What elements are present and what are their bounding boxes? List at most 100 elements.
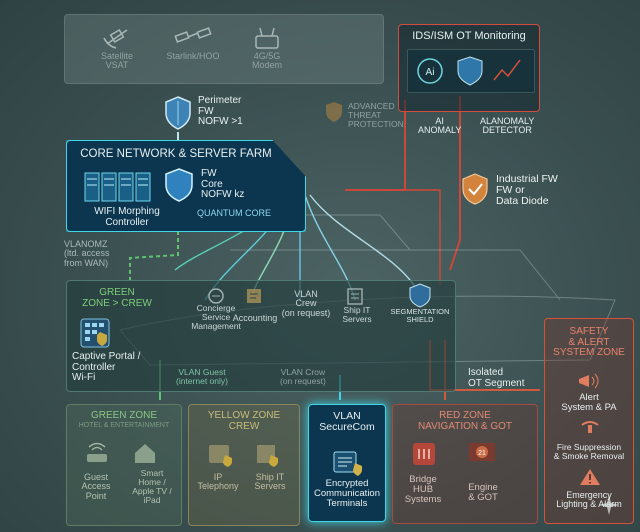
- green-zone-title: GREEN ZONE: [90, 410, 158, 421]
- guest-access-label: Guest Access Point: [81, 472, 111, 501]
- vlan-dmz-label: VLANOMZ (ltd. access from WAN): [64, 239, 110, 268]
- captive-portal-label: Captive Portal / Controller Wi-Fi: [72, 351, 141, 383]
- service-ship-it: Ship IT Servers: [334, 286, 380, 324]
- engine-icon: 21: [469, 443, 495, 461]
- quantum-core-label: QUANTUM CORE: [197, 208, 271, 218]
- ids-monitoring-panel: IDS/ISM OT Monitoring Ai: [398, 24, 540, 112]
- ai-monitor-icon: Ai: [417, 56, 521, 86]
- ship-server-icon-wrap: [251, 441, 285, 467]
- smart-home-label: Smart Home / Apple TV / iPad: [132, 468, 172, 505]
- core-fw-label: FW Core NOFW kz: [201, 168, 245, 200]
- shield-icon: [165, 168, 193, 202]
- core-to-shield-line: [345, 189, 441, 285]
- sparkle-icon: [598, 494, 620, 516]
- ids-title: IDS/ISM OT Monitoring: [412, 30, 526, 42]
- ip-telephony-label: IP Telephony: [197, 472, 239, 492]
- core-network-panel: CORE NETWORK & SERVER FARM FW Core NOFW …: [66, 140, 306, 232]
- source-modem-label: 4G/5G Modem: [251, 51, 282, 71]
- svg-text:Ai: Ai: [426, 67, 435, 78]
- green-crew-title: GREEN ZONE > CREW: [82, 287, 152, 309]
- ids-to-industrial-line: [449, 96, 461, 271]
- source-starlink-label: Starlink/HOO: [166, 51, 220, 61]
- captive-portal-device: [80, 318, 110, 348]
- perimeter-firewall: [163, 95, 193, 131]
- source-starlink: Starlink/HOO: [158, 24, 228, 61]
- server-icon: [84, 172, 151, 202]
- core-firewall: [163, 167, 195, 203]
- bridge-label: Bridge HUB Systems: [404, 474, 442, 505]
- accounting-icon: [247, 289, 261, 303]
- megaphone-wrap: [575, 371, 605, 391]
- core-to-crew-line: [129, 210, 179, 280]
- engine-label: Engine & GOT: [468, 482, 498, 503]
- service-concierge: Concierge Service Management: [188, 286, 244, 331]
- warning-wrap: [579, 467, 601, 487]
- sprinkler-wrap: [579, 419, 601, 437]
- industrial-firewall: [460, 172, 490, 206]
- threat-protection: [324, 101, 344, 123]
- concierge-icon: [208, 288, 224, 304]
- router-icon-wrap: [77, 439, 117, 465]
- vlan-guest-label: VLAN Guest (internet only): [176, 367, 228, 386]
- source-satellite: Satellite VSAT: [82, 24, 152, 71]
- bridge-icon: [413, 443, 435, 465]
- shield-icon: [165, 96, 191, 130]
- securecom-title: VLAN SecureCom: [319, 410, 375, 434]
- smart-home-icon: [135, 444, 155, 463]
- yellow-zone-panel: YELLOW ZONE CREW IP Telephony Ship IT Se…: [188, 404, 300, 526]
- uplink-panel: [64, 14, 384, 84]
- satellite-icon: [103, 29, 128, 49]
- shield-check-icon: [462, 173, 488, 205]
- source-modem: 4G/5G Modem: [232, 24, 302, 71]
- svg-text:21: 21: [478, 450, 486, 457]
- server-rack: [83, 169, 153, 203]
- perimeter-fw-label: Perimeter FW NOFW >1: [198, 95, 243, 127]
- isolated-ot-label: Isolated OT Segment: [468, 367, 525, 389]
- core-title: CORE NETWORK & SERVER FARM: [80, 148, 272, 160]
- red-zone-title: RED ZONE NAVIGATION & GOT: [417, 410, 513, 432]
- accounting-label: Accounting: [232, 313, 278, 323]
- safety-title: SAFETY & ALERT SYSTEM ZONE: [553, 326, 625, 358]
- concierge-label: Concierge Service Management: [191, 303, 241, 331]
- segmentation-shield: SEGMENTATION SHIELD: [384, 282, 456, 324]
- keypad-icon: [80, 318, 110, 348]
- service-accounting: Accounting: [228, 286, 282, 323]
- home-icon-wrap: [125, 439, 165, 465]
- server-icon: [257, 445, 278, 467]
- source-satellite-label: Satellite VSAT: [100, 51, 134, 71]
- segmentation-label: SEGMENTATION SHIELD: [390, 307, 450, 324]
- vlan-crew-label: VLAN Crew (on request): [281, 289, 331, 318]
- terminal-icon: [333, 451, 362, 476]
- yellow-ship-it-label: Ship IT Servers: [254, 472, 286, 492]
- ids-monitor-screen: Ai: [407, 49, 535, 93]
- vlan-crow-label: VLAN Crow (on request): [280, 367, 326, 386]
- warning-icon: [580, 469, 600, 485]
- yellow-zone-title: YELLOW ZONE CREW: [207, 410, 281, 432]
- shield-icon: [326, 102, 342, 122]
- bridge-icon-wrap: [407, 439, 443, 469]
- wifi-controller-label: WIFI Morphing Controller: [94, 206, 160, 228]
- red-zone-panel: RED ZONE NAVIGATION & GOT 21 Bridge HUB …: [392, 404, 538, 524]
- fire-suppression-label: Fire Suppression & Smoke Removal: [553, 442, 625, 461]
- alert-system-label: Alert System & PA: [561, 392, 617, 413]
- industrial-fw-label: Industrial FW FW or Data Diode: [496, 173, 558, 208]
- modem-icon: [255, 27, 279, 49]
- phone-icon: [209, 445, 232, 467]
- phone-icon-wrap: [203, 441, 237, 467]
- securecom-panel: VLAN SecureCom Encrypted Communication T…: [308, 404, 386, 522]
- ai-anomaly-label: AI ANOMALY: [418, 116, 462, 136]
- green-zone-panel: GREEN ZONE HOTEL & ENTERTAINMENT Guest A…: [66, 404, 182, 526]
- sprinkler-icon: [581, 421, 599, 433]
- safety-zone-panel: SAFETY & ALERT SYSTEM ZONE Alert System …: [544, 318, 634, 524]
- terminal-icon-wrap: [331, 449, 365, 477]
- shield-icon: [409, 283, 431, 308]
- megaphone-icon: [579, 373, 599, 389]
- engine-icon-wrap: 21: [463, 437, 503, 469]
- anomaly-detector-label: ALANOMALY DETECTOR: [480, 116, 535, 136]
- advanced-threat-label: ADVANCED THREAT PROTECTION: [348, 101, 404, 129]
- ship-it-label: Ship IT Servers: [342, 305, 372, 324]
- starlink-icon: [174, 27, 212, 43]
- router-icon: [87, 442, 107, 462]
- server-icon: [347, 288, 363, 305]
